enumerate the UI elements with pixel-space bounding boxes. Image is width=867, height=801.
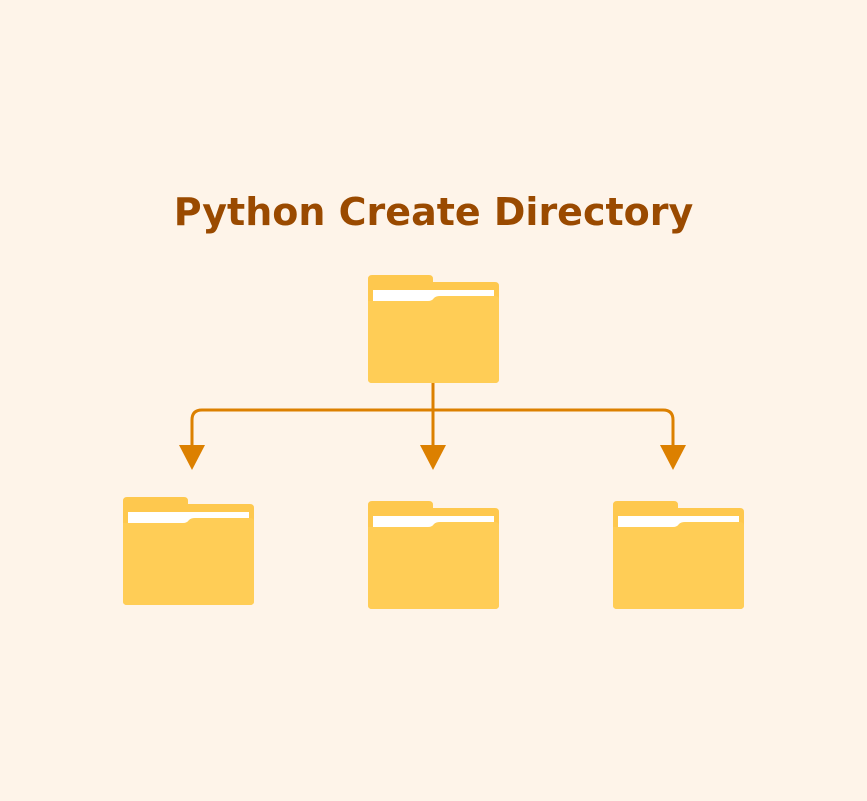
folder-front-panel [368,522,499,609]
child-folder-left [123,497,254,605]
diagram-title: Python Create Directory [173,190,694,234]
child-folder-right [613,501,744,609]
folder-front-panel [123,518,254,605]
arrowheads [179,445,686,470]
folder-front-panel [368,296,499,383]
arrow-head-left [179,445,205,470]
connectors [190,383,675,447]
child-folder-middle [368,501,499,609]
folder-front-panel [613,522,744,609]
arrow-head-right [660,445,686,470]
parent-folder [368,275,499,383]
arrow-head-middle [420,445,446,470]
